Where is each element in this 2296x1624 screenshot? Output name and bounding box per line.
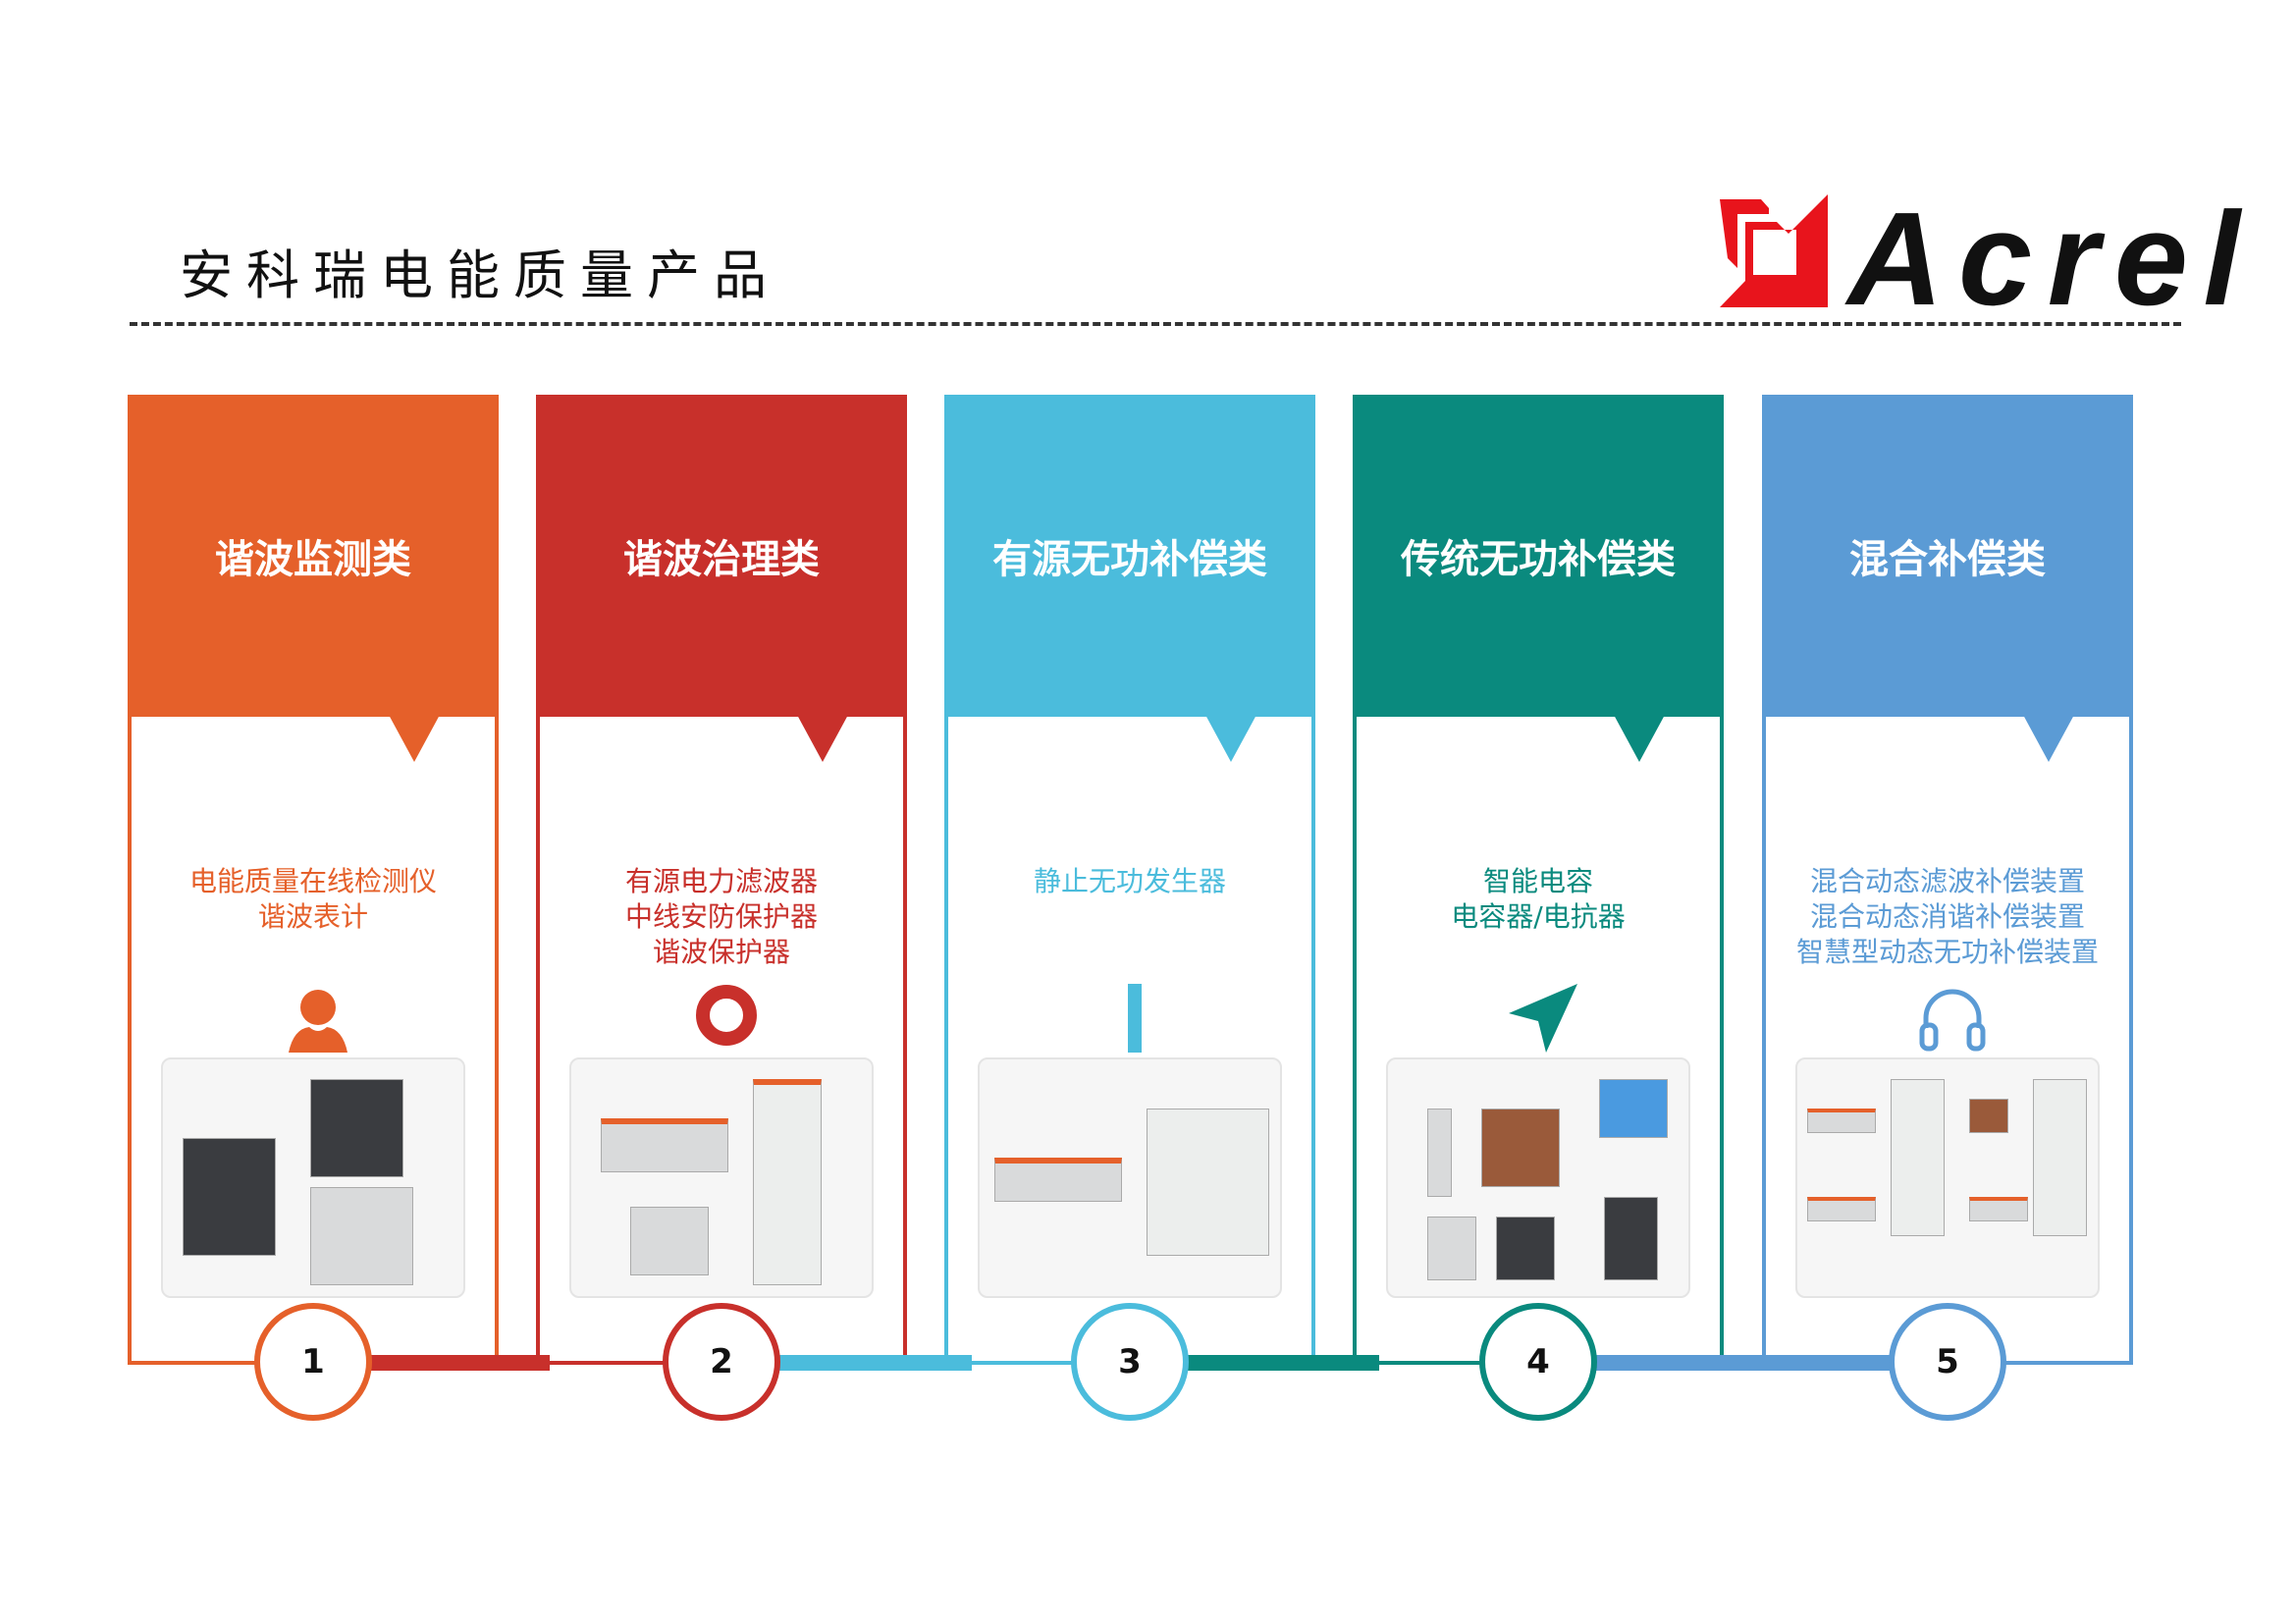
category-title[interactable]: 谐波监测类	[215, 537, 411, 582]
category-title[interactable]: 谐波治理类	[623, 537, 820, 582]
product-images	[1386, 1057, 1690, 1298]
dashed-divider	[130, 322, 2181, 326]
product-item[interactable]: 静止无功发生器	[1033, 865, 1226, 897]
header-pointer	[2023, 715, 2074, 762]
product-item[interactable]: 混合动态消谐补偿装置	[1809, 900, 2085, 933]
product-list: 智能电容电容器/电抗器	[1357, 864, 1720, 935]
product-item[interactable]: 智能电容	[1482, 865, 1593, 897]
step-number-5: 5	[1889, 1303, 2006, 1421]
product-images	[1795, 1057, 2100, 1298]
header-pointer	[797, 715, 848, 762]
product-item[interactable]: 智慧型动态无功补偿装置	[1795, 936, 2099, 968]
timeline-segment-1	[363, 1355, 550, 1371]
category-card-1: 谐波监测类 电能质量在线检测仪谐波表计	[128, 395, 499, 1365]
category-header: 谐波治理类	[536, 395, 907, 717]
product-item[interactable]: 混合动态滤波补偿装置	[1809, 865, 2085, 897]
location-pin-icon	[692, 984, 761, 1053]
product-list: 有源电力滤波器中线安防保护器谐波保护器	[540, 864, 903, 970]
header-pointer	[389, 715, 440, 762]
step-number-1: 1	[254, 1303, 372, 1421]
product-images	[569, 1057, 874, 1298]
timeline-segment-2	[775, 1355, 972, 1371]
bar-icon	[1100, 984, 1169, 1053]
category-card-2: 谐波治理类 有源电力滤波器中线安防保护器谐波保护器	[536, 395, 907, 1365]
category-title[interactable]: 传统无功补偿类	[1401, 537, 1676, 582]
product-item[interactable]: 电容器/电抗器	[1451, 900, 1626, 933]
category-card-4: 传统无功补偿类 智能电容电容器/电抗器	[1353, 395, 1724, 1365]
product-images	[161, 1057, 465, 1298]
paper-plane-icon	[1509, 984, 1577, 1053]
header-pointer	[1205, 715, 1256, 762]
product-list: 混合动态滤波补偿装置混合动态消谐补偿装置智慧型动态无功补偿装置	[1766, 864, 2129, 970]
svg-text:Acrel: Acrel	[1844, 194, 2242, 312]
product-item[interactable]: 谐波表计	[257, 900, 368, 933]
step-number-3: 3	[1071, 1303, 1189, 1421]
timeline-segment-3	[1183, 1355, 1379, 1371]
category-header: 传统无功补偿类	[1353, 395, 1724, 717]
headphones-icon	[1918, 984, 1987, 1053]
page-title: 安科瑞电能质量产品	[180, 244, 780, 306]
product-list: 静止无功发生器	[948, 864, 1311, 899]
step-number-4: 4	[1479, 1303, 1597, 1421]
product-item[interactable]: 谐波保护器	[652, 936, 790, 968]
category-header: 谐波监测类	[128, 395, 499, 717]
category-header: 混合补偿类	[1762, 395, 2133, 717]
product-list: 电能质量在线检测仪谐波表计	[132, 864, 495, 935]
product-item[interactable]: 有源电力滤波器	[624, 865, 818, 897]
step-number-2: 2	[663, 1303, 780, 1421]
category-title[interactable]: 有源无功补偿类	[992, 537, 1267, 582]
category-header: 有源无功补偿类	[944, 395, 1315, 717]
user-icon	[284, 984, 352, 1053]
category-card-3: 有源无功补偿类 静止无功发生器	[944, 395, 1315, 1365]
category-title[interactable]: 混合补偿类	[1849, 537, 2046, 582]
header-pointer	[1614, 715, 1665, 762]
timeline-segment-4	[1590, 1355, 1924, 1371]
acrel-logo: Acrel	[1720, 194, 2242, 312]
product-item[interactable]: 电能质量在线检测仪	[188, 865, 437, 897]
product-item[interactable]: 中线安防保护器	[624, 900, 818, 933]
product-images	[978, 1057, 1282, 1298]
category-card-5: 混合补偿类 混合动态滤波补偿装置混合动态消谐补偿装置智慧型动态无功补偿装置	[1762, 395, 2133, 1365]
